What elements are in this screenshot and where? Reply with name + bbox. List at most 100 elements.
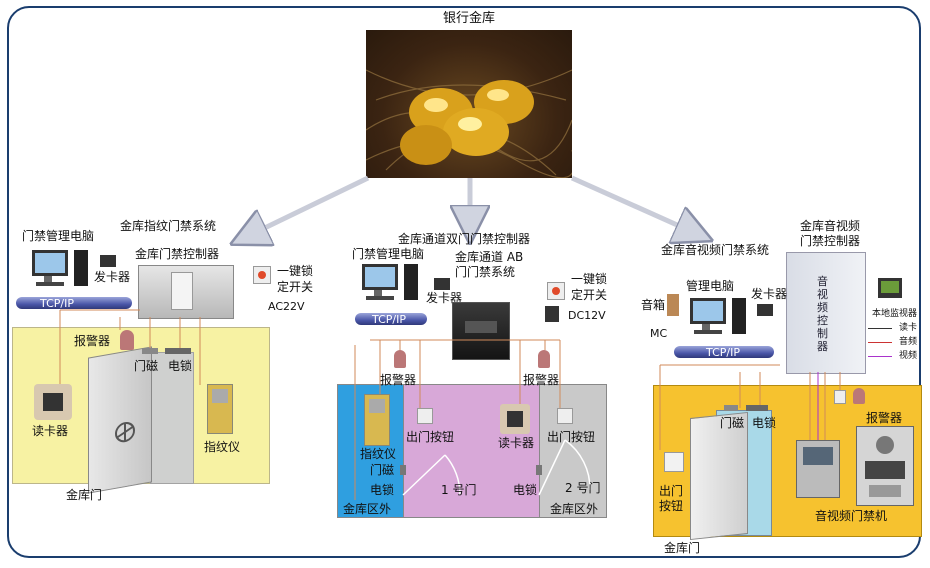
middle-header-label: 金库通道双门门禁控制器 [398,232,531,246]
left-system-label: 金库指纹门禁系统 [120,219,217,233]
left-fingerprint-icon [207,384,233,434]
right-pc-label: 管理电脑 [686,279,735,293]
right-controller-box: 音视频控制器 [786,252,866,374]
middle-card-reader-icon [500,404,530,434]
left-card-reader-label: 读卡器 [32,424,69,438]
right-system-label: 金库音视频门禁系统 [661,243,770,257]
middle-lock-right-label: 电锁 [513,483,538,497]
middle-fingerprint-icon [364,394,390,446]
middle-card-reader-label: 读卡器 [498,436,535,450]
left-lock-switch-icon [253,266,271,284]
right-speaker-label: 音箱 [641,298,666,312]
right-card-issuer-icon [757,304,773,316]
right-door-magnet-label: 门磁 [720,416,745,430]
middle-lock-switch-line2: 定开关 [571,288,608,302]
right-controller-vertical-label: 音视频控制器 [817,275,828,353]
middle-alarm-right-icon [538,350,550,368]
right-av-unit-label: 音视频门禁机 [815,509,888,523]
left-lock-switch-line2: 定开关 [277,280,314,294]
middle-alarm-left-icon [394,350,406,368]
right-exit-sensor-icon [834,390,846,404]
middle-outside-left-label: 金库区外 [343,502,392,516]
right-monitor-icon [878,278,902,298]
legend-video-label: 视频 [899,351,918,361]
diagram-title: 银行金库 [443,11,496,26]
middle-card-issuer-icon [434,278,450,290]
middle-exit-button-right-label: 出门按钮 [547,430,596,444]
middle-exit-button-right-icon [557,408,573,424]
middle-card-issuer-label: 发卡器 [426,291,463,305]
left-network-bar [16,297,132,309]
legend-card-label: 读卡 [899,323,918,333]
left-lock-label: 电锁 [168,359,193,373]
right-card-issuer-label: 发卡器 [751,287,788,301]
left-pc-icon [30,248,92,296]
middle-exit-button-left-label: 出门按钮 [406,430,455,444]
right-network-bar [674,346,774,358]
middle-outside-right-zone [539,384,607,518]
left-network-label: TCP/IP [40,297,74,310]
left-pc-label: 门禁管理电脑 [22,229,95,243]
middle-lock-switch-icon [547,282,565,300]
right-exit-line2: 按钮 [659,499,684,513]
right-controller-line2: 门禁控制器 [800,234,861,248]
left-card-issuer-icon [100,255,116,267]
golden-eggs-nest-image [366,30,572,178]
right-monitor-label: 本地监视器 [872,309,918,319]
left-power-label: AC22V [268,300,305,313]
middle-outside-right-label: 金库区外 [550,502,599,516]
left-door-label: 金库门 [66,488,103,502]
left-lock-icon [165,348,191,354]
middle-network-bar [355,313,427,325]
right-av-outdoor-unit-icon [856,426,914,506]
left-controller-box [138,265,234,319]
left-door-magnet-label: 门磁 [134,359,159,373]
right-exit-line1: 出门 [659,484,684,498]
middle-pc-label: 门禁管理电脑 [352,247,425,261]
middle-power-supply-icon [545,306,559,322]
middle-controller-box [452,302,510,360]
left-card-reader-icon [34,384,72,420]
middle-door2-label: 2 号门 [565,481,601,495]
middle-lock-switch-line1: 一键锁 [571,272,608,286]
right-lock-icon [746,405,768,411]
right-alarm-label: 报警器 [866,411,903,425]
right-alarm-icon [853,388,865,404]
right-door-magnet-icon [724,405,738,411]
middle-alarm-left-label: 报警器 [380,373,417,387]
left-lock-switch-line1: 一键锁 [277,264,314,278]
right-lock-label: 电锁 [752,416,777,430]
middle-pc-icon [360,262,422,310]
left-card-issuer-label: 发卡器 [94,270,131,284]
right-door-label: 金库门 [664,541,701,555]
right-av-indoor-unit-icon [796,440,840,498]
left-alarm-label: 报警器 [74,334,111,348]
right-controller-line1: 金库音视频 [800,219,861,233]
right-speaker-icon [667,294,679,316]
middle-door-magnet-label: 门磁 [370,463,395,477]
left-alarm-icon [120,330,134,350]
middle-alarm-right-label: 报警器 [523,373,560,387]
middle-exit-button-left-icon [417,408,433,424]
legend-audio-swatch [868,342,892,343]
middle-door1-label: 1 号门 [441,483,477,497]
legend-video-swatch [868,356,892,357]
legend-card-swatch [868,328,892,329]
right-network-label: TCP/IP [706,346,740,359]
legend-audio-label: 音频 [899,337,918,347]
middle-system-line1: 金库通道 AB [455,250,524,264]
right-mic-label: MC [650,327,668,340]
right-exit-button-icon [664,452,684,472]
middle-fingerprint-label: 指纹仪 [360,447,397,461]
middle-lock-left-label: 电锁 [370,483,395,497]
middle-system-line2: 门门禁系统 [455,265,516,279]
middle-power-label: DC12V [568,309,606,322]
middle-network-label: TCP/IP [372,313,406,326]
left-controller-label: 金库门禁控制器 [135,247,220,261]
left-vault-door [88,346,152,494]
